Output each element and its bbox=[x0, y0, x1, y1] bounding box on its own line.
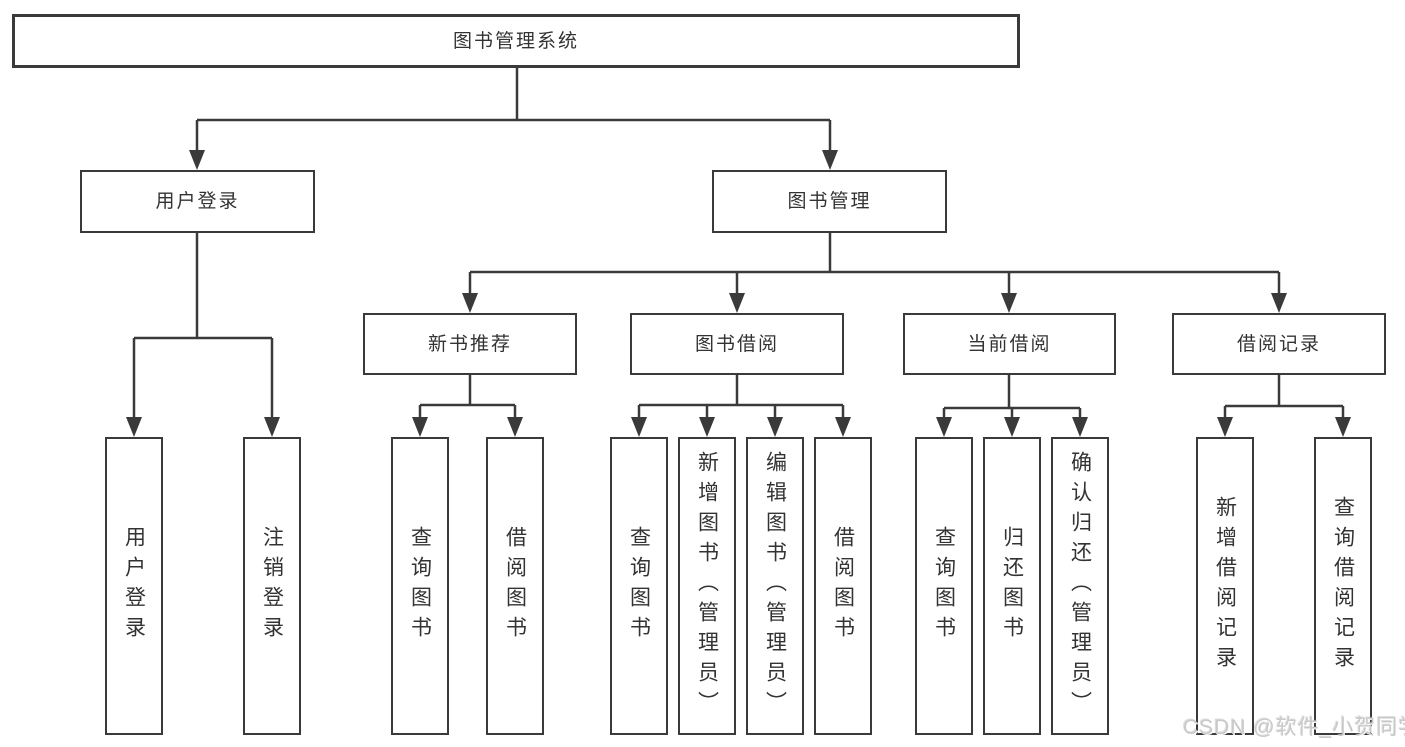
leaf-borrow-query-books: 查询图书 bbox=[610, 437, 668, 735]
leaf-user-login-label: 用户登录 bbox=[122, 526, 146, 646]
node-user-login: 用户登录 bbox=[80, 170, 315, 233]
node-current-borrow-label: 当前借阅 bbox=[967, 333, 1052, 355]
leaf-logout: 注销登录 bbox=[243, 437, 301, 735]
node-new-book-recommend-label: 新书推荐 bbox=[427, 333, 512, 355]
connector-borrow-to-leaves bbox=[637, 375, 845, 418]
leaf-newbook-borrow-books-label: 借阅图书 bbox=[503, 526, 527, 646]
arrowheads-current-to-leaves bbox=[936, 417, 1088, 437]
connector-userlogin-to-leaves bbox=[132, 233, 274, 418]
connector-newbook-to-leaves bbox=[418, 375, 517, 418]
node-user-login-label: 用户登录 bbox=[155, 191, 240, 212]
node-book-borrow: 图书借阅 bbox=[630, 313, 844, 375]
arrowheads-records-to-leaves bbox=[1217, 417, 1351, 437]
leaf-borrow-edit-books-admin: 编辑图书（管理员） bbox=[746, 437, 804, 735]
node-current-borrow: 当前借阅 bbox=[903, 313, 1116, 375]
connector-records-to-leaves bbox=[1223, 375, 1345, 418]
leaf-borrow-borrow-books-label: 借阅图书 bbox=[831, 526, 855, 646]
connector-current-to-leaves bbox=[942, 375, 1082, 418]
leaf-newbook-query-books-label: 查询图书 bbox=[408, 526, 432, 646]
arrowheads-userlogin-to-leaves bbox=[126, 417, 280, 437]
node-library-management-system: 图书管理系统 bbox=[12, 14, 1020, 68]
arrowheads-bookmgmt-to-level3 bbox=[462, 293, 1287, 313]
leaf-borrow-query-books-label: 查询图书 bbox=[627, 526, 651, 646]
leaf-borrow-add-books-admin: 新增图书（管理员） bbox=[678, 437, 736, 735]
arrowheads-borrow-to-leaves bbox=[631, 417, 851, 437]
leaf-user-login: 用户登录 bbox=[105, 437, 163, 735]
leaf-current-query-books-label: 查询图书 bbox=[932, 526, 956, 646]
leaf-current-confirm-return-admin: 确认归还（管理员） bbox=[1051, 437, 1109, 735]
leaf-borrow-borrow-books: 借阅图书 bbox=[814, 437, 872, 735]
leaf-records-add-record-label: 新增借阅记录 bbox=[1213, 496, 1237, 676]
leaf-current-return-books-label: 归还图书 bbox=[1000, 526, 1024, 646]
node-book-borrow-label: 图书借阅 bbox=[694, 333, 779, 355]
leaf-borrow-edit-books-admin-label: 编辑图书（管理员） bbox=[763, 451, 787, 721]
leaf-records-query-record: 查询借阅记录 bbox=[1314, 437, 1372, 735]
node-borrow-records: 借阅记录 bbox=[1172, 313, 1386, 375]
leaf-newbook-borrow-books: 借阅图书 bbox=[486, 437, 544, 735]
leaf-records-add-record: 新增借阅记录 bbox=[1196, 437, 1254, 735]
leaf-newbook-query-books: 查询图书 bbox=[391, 437, 449, 735]
arrowheads-newbook-to-leaves bbox=[412, 417, 523, 437]
node-library-management-system-label: 图书管理系统 bbox=[452, 30, 579, 52]
leaf-records-query-record-label: 查询借阅记录 bbox=[1331, 496, 1355, 676]
connector-root-to-level2 bbox=[195, 68, 832, 151]
node-new-book-recommend: 新书推荐 bbox=[363, 313, 577, 375]
leaf-current-return-books: 归还图书 bbox=[983, 437, 1041, 735]
leaf-current-query-books: 查询图书 bbox=[915, 437, 973, 735]
node-borrow-records-label: 借阅记录 bbox=[1236, 333, 1321, 355]
leaf-logout-label: 注销登录 bbox=[260, 526, 284, 646]
connector-bookmgmt-to-level3 bbox=[468, 233, 1281, 294]
leaf-current-confirm-return-admin-label: 确认归还（管理员） bbox=[1068, 451, 1092, 721]
node-book-management: 图书管理 bbox=[712, 170, 947, 233]
arrowheads-root-to-level2 bbox=[189, 150, 838, 170]
leaf-borrow-add-books-admin-label: 新增图书（管理员） bbox=[695, 451, 719, 721]
node-book-management-label: 图书管理 bbox=[787, 191, 872, 212]
